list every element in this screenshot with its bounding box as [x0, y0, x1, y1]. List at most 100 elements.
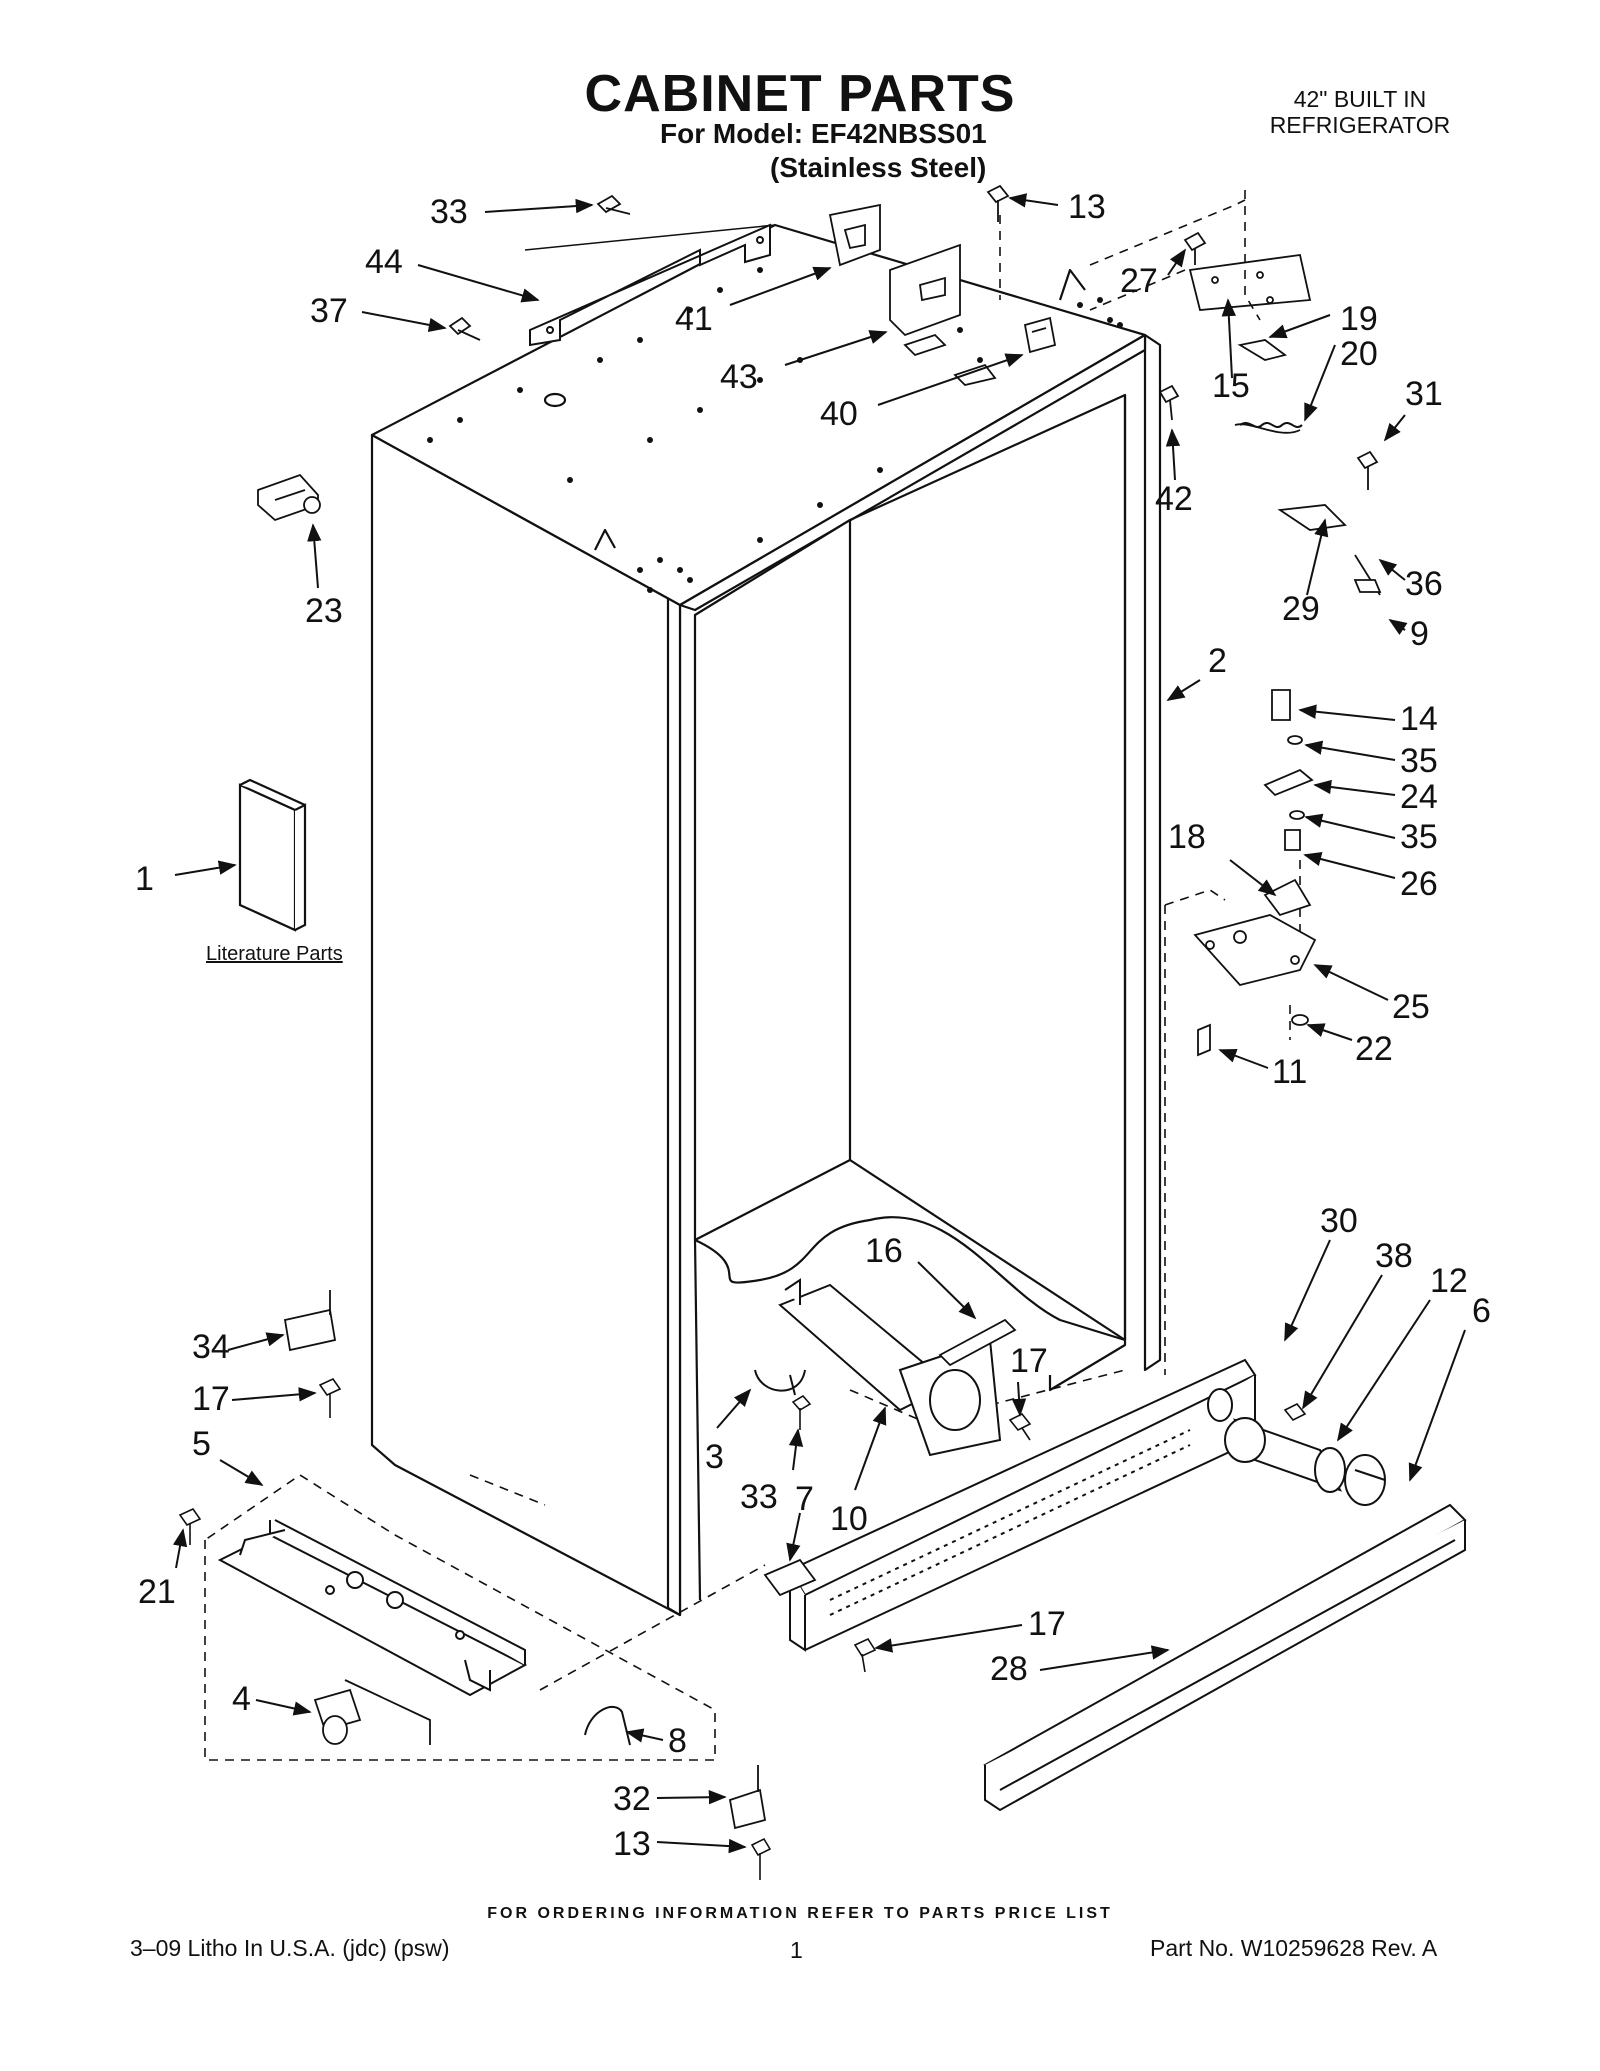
callout-32: 32 [613, 1780, 651, 1818]
callout-29: 29 [1282, 590, 1320, 628]
callout-6: 6 [1472, 1292, 1491, 1330]
callout-1: 1 [135, 860, 154, 898]
product-type-line2: REFRIGERATOR [1269, 112, 1451, 138]
callout-27: 27 [1120, 262, 1158, 300]
leader-arrows [172, 193, 1466, 1854]
rear-top-bracket [529, 223, 771, 347]
callout-20: 20 [1340, 335, 1378, 373]
screw-33-top [596, 194, 631, 215]
part-41-latch [828, 203, 881, 267]
callout-35-a: 35 [1400, 742, 1438, 780]
callout-2: 2 [1208, 642, 1227, 680]
callout-8: 8 [668, 1722, 687, 1760]
part-32-clip [728, 1765, 767, 1830]
part-6-knob [1344, 1454, 1386, 1506]
callout-12: 12 [1430, 1262, 1468, 1300]
part-34-clip [283, 1290, 337, 1352]
callout-41: 41 [675, 300, 713, 338]
part-40-switch [1023, 316, 1057, 354]
part-8-clip [584, 1706, 631, 1746]
litho-line: 3–09 Litho In U.S.A. (jdc) (psw) [130, 1935, 450, 1961]
callout-15: 15 [1212, 367, 1250, 405]
callout-44: 44 [365, 243, 403, 281]
hinge-stack-right [1193, 689, 1317, 1057]
part-28-trim [983, 1503, 1467, 1812]
callout-21: 21 [138, 1573, 176, 1611]
callout-38: 38 [1375, 1237, 1413, 1275]
cabinet-body [370, 223, 1162, 1617]
screw-13-top [986, 184, 1010, 222]
callout-42: 42 [1155, 480, 1193, 518]
callout-14: 14 [1400, 700, 1438, 738]
callout-18: 18 [1168, 818, 1206, 856]
callout-33-top: 33 [430, 193, 468, 231]
callout-31: 31 [1405, 375, 1443, 413]
part-3-clip [754, 1369, 806, 1396]
model-line: For Model: EF42NBSS01 [660, 118, 987, 149]
literature-booklet [238, 778, 307, 932]
screw-38 [1283, 1402, 1307, 1422]
callout-16: 16 [865, 1232, 903, 1270]
callout-11: 11 [1272, 1053, 1307, 1091]
literature-parts-label: Literature Parts [206, 943, 343, 965]
page-title: CABINET PARTS [584, 65, 1016, 123]
callout-33-low: 33 [740, 1478, 778, 1516]
variant-line: (Stainless Steel) [770, 152, 987, 183]
screw-13-low [750, 1837, 772, 1880]
screw-37 [448, 316, 481, 341]
screw-17-low [853, 1637, 877, 1673]
spring-20 [1239, 422, 1303, 428]
callout-13-top: 13 [1068, 188, 1106, 226]
part-43-bracket [889, 243, 997, 386]
screw-42 [1158, 384, 1180, 421]
callout-17-left: 17 [192, 1380, 230, 1418]
product-type-line1: 42" BUILT IN [1293, 86, 1427, 112]
screw-17-left [318, 1377, 342, 1418]
callout-7: 7 [795, 1480, 814, 1518]
part-number: Part No. W10259628 Rev. A [1150, 1935, 1438, 1961]
callout-35-b: 35 [1400, 818, 1438, 856]
callout-5: 5 [192, 1425, 211, 1463]
ordering-note: FOR ORDERING INFORMATION REFER TO PARTS … [487, 1905, 1113, 1922]
callout-26: 26 [1400, 865, 1438, 903]
callout-36: 36 [1405, 565, 1443, 603]
callout-43: 43 [720, 358, 758, 396]
screw-27 [1183, 231, 1207, 265]
top-holes [427, 267, 1123, 593]
part-16-bracket [938, 1318, 1017, 1367]
callout-17-center: 17 [1010, 1342, 1048, 1380]
screw-21 [178, 1507, 202, 1545]
top-hinge-assembly [1188, 253, 1382, 596]
callout-37: 37 [310, 292, 348, 330]
callout-19: 19 [1340, 300, 1378, 338]
callout-3: 3 [705, 1438, 724, 1476]
part-12-filter [1224, 1417, 1346, 1493]
part-10-duct [778, 1278, 1002, 1457]
callout-13-low: 13 [613, 1825, 651, 1863]
callout-28: 28 [990, 1650, 1028, 1688]
callout-4: 4 [232, 1680, 251, 1718]
screw-33-low [791, 1394, 812, 1430]
part-5-base-rail [217, 1519, 528, 1697]
screw-31 [1356, 450, 1379, 490]
callout-40: 40 [820, 395, 858, 433]
callout-9: 9 [1410, 615, 1429, 653]
page-number: 1 [790, 1937, 803, 1963]
grille-slots [829, 1429, 1191, 1616]
callout-labels: 33 44 37 41 43 40 13 27 15 19 20 31 42 2… [135, 188, 1491, 1863]
callout-24: 24 [1400, 778, 1438, 816]
callout-10: 10 [830, 1500, 868, 1538]
product-type: 42" BUILT IN REFRIGERATOR [1260, 86, 1460, 138]
callout-23: 23 [305, 592, 343, 630]
part-23-cam [257, 473, 321, 522]
part-7-clip [763, 1558, 817, 1597]
screw-17-center [1008, 1412, 1032, 1441]
callout-30: 30 [1320, 1202, 1358, 1240]
part-30-grille [788, 1358, 1257, 1652]
callout-22: 22 [1355, 1030, 1393, 1068]
callout-25: 25 [1392, 988, 1430, 1026]
callout-17-low: 17 [1028, 1605, 1066, 1643]
callout-34: 34 [192, 1328, 230, 1366]
part-4-roller [313, 1679, 431, 1745]
